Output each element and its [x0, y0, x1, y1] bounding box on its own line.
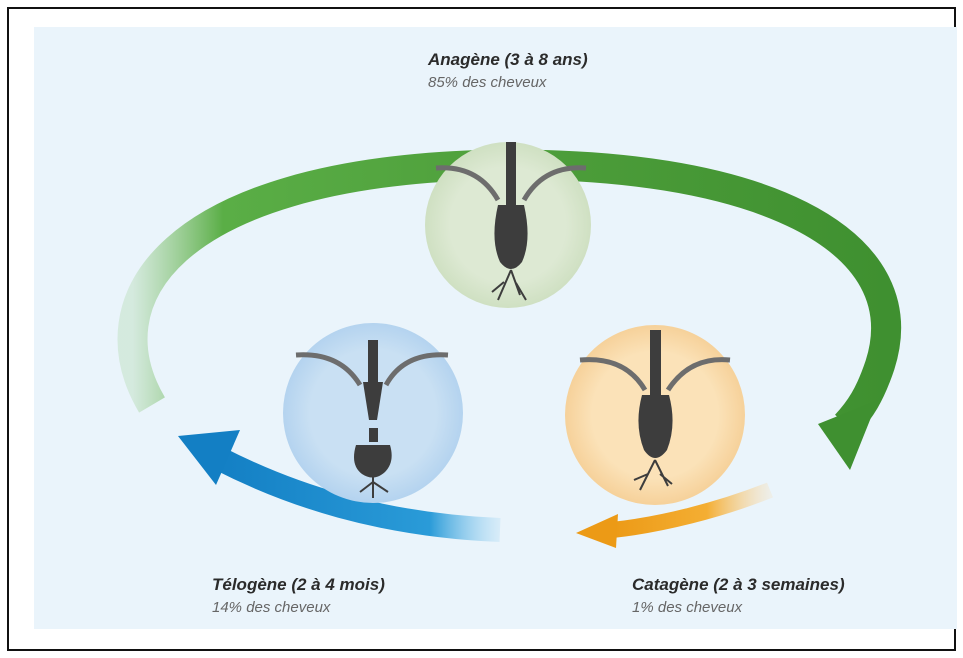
- catagen-label: Catagène (2 à 3 semaines) 1% des cheveux: [632, 575, 845, 616]
- telogen-share: 14% des cheveux: [212, 599, 385, 616]
- anagen-label: Anagène (3 à 8 ans) 85% des cheveux: [428, 50, 588, 91]
- anagen-phase-circle: [425, 142, 591, 308]
- anagen-share: 85% des cheveux: [428, 74, 588, 91]
- catagen-share: 1% des cheveux: [632, 599, 845, 616]
- catagen-phase-circle: [565, 325, 745, 505]
- catagen-title: Catagène (2 à 3 semaines): [632, 575, 845, 595]
- anagen-title: Anagène (3 à 8 ans): [428, 50, 588, 70]
- telogen-label: Télogène (2 à 4 mois) 14% des cheveux: [212, 575, 385, 616]
- telogen-title: Télogène (2 à 4 mois): [212, 575, 385, 595]
- telogen-phase-circle: [283, 323, 463, 503]
